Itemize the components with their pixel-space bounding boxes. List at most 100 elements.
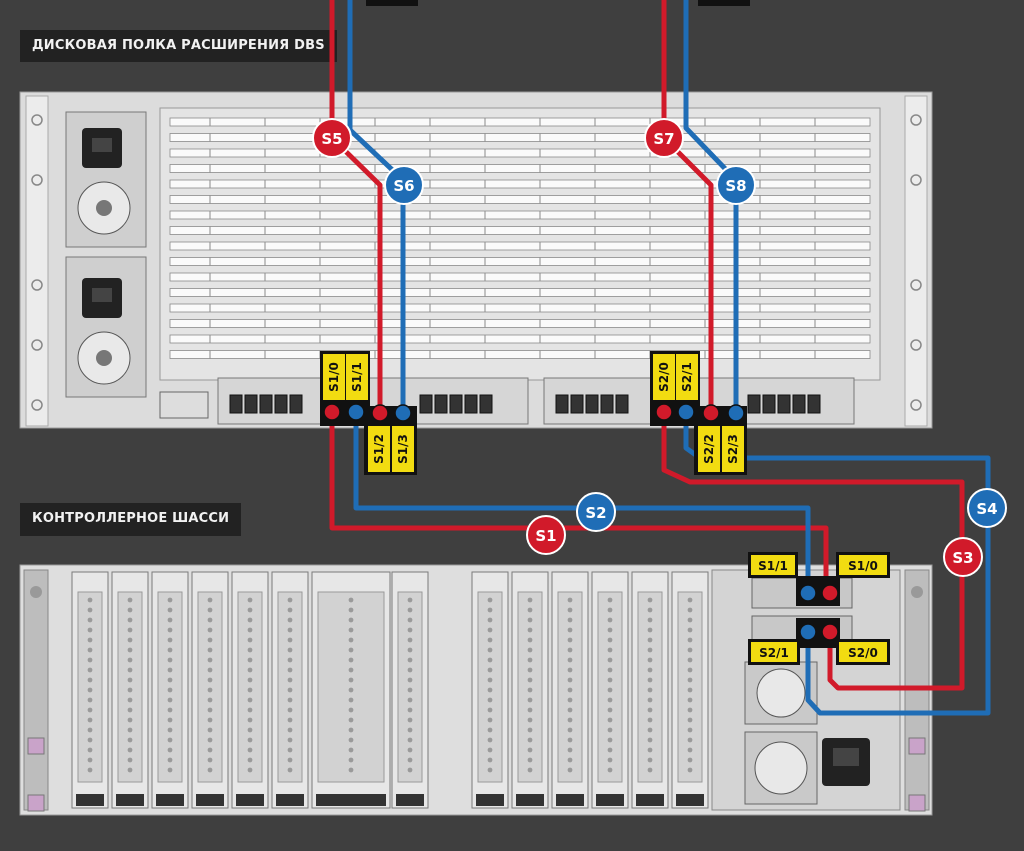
vent-hole	[607, 667, 613, 673]
card-bracket	[156, 794, 184, 806]
vent-hole	[348, 707, 354, 713]
vent-hole	[607, 767, 613, 773]
vent-hole	[607, 737, 613, 743]
vent-hole	[487, 717, 493, 723]
io-port	[229, 394, 243, 414]
connector-dot	[727, 404, 745, 422]
card-bracket	[476, 794, 504, 806]
vent-hole	[247, 687, 253, 693]
vent-hole	[287, 707, 293, 713]
vent-hole	[87, 717, 93, 723]
io-port	[479, 394, 493, 414]
vent-hole	[567, 657, 573, 663]
vent-hole	[407, 647, 413, 653]
purple-latch	[27, 737, 45, 755]
dbs-connectors	[323, 403, 745, 422]
vent-hole	[567, 637, 573, 643]
vent-hole	[687, 747, 693, 753]
vent-hole	[207, 647, 213, 653]
cable-s8	[683, 0, 739, 416]
vent-hole	[407, 667, 413, 673]
vent-hole	[407, 617, 413, 623]
vent-hole	[87, 647, 93, 653]
vent-hole	[607, 637, 613, 643]
vent-hole	[567, 737, 573, 743]
controller-port-s1-1: S1/1	[758, 559, 788, 573]
vent-hole	[287, 717, 293, 723]
vent-hole	[287, 647, 293, 653]
vent-hole	[487, 747, 493, 753]
vent-hole	[287, 607, 293, 613]
grille-slots	[169, 117, 871, 359]
fan-icon	[754, 741, 808, 795]
grille-slot-row	[169, 241, 871, 251]
vent-hole	[247, 647, 253, 653]
vent-hole	[207, 747, 213, 753]
connector-dot	[821, 584, 839, 602]
top-cable-tab	[698, 0, 750, 6]
vent-hole	[167, 647, 173, 653]
vent-hole	[247, 727, 253, 733]
vent-hole	[207, 617, 213, 623]
vent-hole	[167, 747, 173, 753]
vent-hole	[287, 657, 293, 663]
vent-hole	[348, 737, 354, 743]
vent-hole	[527, 697, 533, 703]
vent-hole	[87, 637, 93, 643]
vent-hole	[647, 687, 653, 693]
vent-hole	[647, 617, 653, 623]
grille-slot-row	[169, 117, 871, 127]
vent-hole	[407, 727, 413, 733]
connector-dot	[347, 403, 365, 421]
vent-hole	[687, 617, 693, 623]
vent-hole	[247, 627, 253, 633]
grille-slot-row	[169, 179, 871, 189]
vent-hole	[567, 607, 573, 613]
vent-hole	[527, 687, 533, 693]
card-bracket	[636, 794, 664, 806]
vent-hole	[647, 767, 653, 773]
connector-dot	[323, 403, 341, 421]
io-port	[555, 394, 569, 414]
vent-hole	[487, 607, 493, 613]
vent-hole	[87, 607, 93, 613]
card-bracket	[596, 794, 624, 806]
vent-hole	[687, 647, 693, 653]
vent-hole	[87, 657, 93, 663]
vent-hole	[87, 707, 93, 713]
dbs-shelf-title: ДИСКОВАЯ ПОЛКА РАСШИРЕНИЯ DBS	[20, 30, 337, 62]
controller-left-rail	[23, 569, 49, 811]
vent-hole	[127, 757, 133, 763]
vent-hole	[527, 707, 533, 713]
vent-hole	[687, 757, 693, 763]
badge-s5: S5	[321, 130, 342, 148]
vent-hole	[527, 767, 533, 773]
vent-hole	[287, 597, 293, 603]
vent-hole	[567, 687, 573, 693]
vent-hole	[207, 697, 213, 703]
vent-hole	[87, 617, 93, 623]
vent-hole	[407, 637, 413, 643]
purple-latch	[908, 737, 926, 755]
vent-hole	[207, 627, 213, 633]
dbs-port-s2-2: S2/2	[702, 434, 716, 464]
vent-hole	[527, 747, 533, 753]
vent-hole	[348, 597, 354, 603]
vent-hole	[487, 627, 493, 633]
vent-hole	[567, 717, 573, 723]
grille-slot-row	[169, 350, 871, 359]
vent-hole	[87, 687, 93, 693]
vent-hole	[207, 737, 213, 743]
dbs-left-rail	[25, 95, 49, 427]
dbs-port-s1-2: S1/2	[372, 434, 386, 464]
card-bracket	[276, 794, 304, 806]
vent-hole	[487, 667, 493, 673]
vent-hole	[348, 667, 354, 673]
controller-port-s1-0: S1/0	[848, 559, 878, 573]
vent-hole	[247, 607, 253, 613]
fan-icon	[756, 668, 806, 718]
vent-hole	[567, 677, 573, 683]
vent-hole	[647, 677, 653, 683]
grille-slot-row	[169, 288, 871, 297]
vent-hole	[348, 717, 354, 723]
